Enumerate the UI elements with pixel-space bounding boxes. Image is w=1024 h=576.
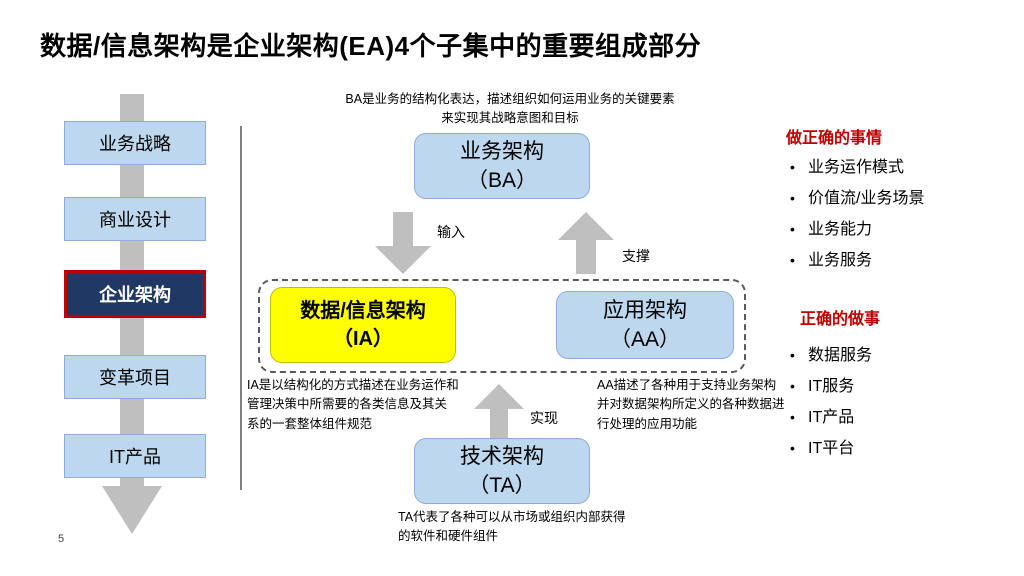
bullet-icon: • <box>790 440 795 456</box>
bullet-icon: • <box>790 347 795 363</box>
support-arrow-label: 支撑 <box>622 248 650 264</box>
list-item: • IT平台 <box>790 434 872 458</box>
sidebar-box-label: 商业设计 <box>99 210 171 230</box>
bullet-icon: • <box>790 221 795 237</box>
list-item: • 业务运作模式 <box>790 153 924 177</box>
bullet-icon: • <box>790 409 795 425</box>
ba-box: 业务架构 （BA） <box>414 133 590 199</box>
right-panel-heading-do-right-things: 做正确的事情 <box>786 130 883 147</box>
ta-box-line1: 技术架构 <box>460 444 544 468</box>
slide-title: 数据/信息架构是企业架构(EA)4个子集中的重要组成部分 <box>40 31 702 61</box>
support-up-arrow <box>558 212 614 274</box>
realize-up-arrow <box>474 384 524 440</box>
ba-box-line1: 业务架构 <box>460 139 544 163</box>
list-item-label: 数据服务 <box>808 347 873 364</box>
realize-arrow-label: 实现 <box>530 410 558 426</box>
ia-note: IA是以结构化的方式描述在业务运作和管理决策中所需要的各类信息及其关系的一套整体… <box>247 378 459 431</box>
list-item-label: 业务能力 <box>808 221 873 238</box>
list-item-label: 业务运作模式 <box>808 159 905 176</box>
ia-box: 数据/信息架构 （IA） <box>270 287 456 363</box>
aa-box-line2: （AA） <box>609 328 680 351</box>
sidebar-box-transformation-project: 变革项目 <box>64 355 206 399</box>
right-panel-heading-do-things-right: 正确的做事 <box>800 311 881 328</box>
list-item-label: IT平台 <box>808 440 855 457</box>
sidebar-box-business-strategy: 业务战略 <box>64 121 206 165</box>
list-item: • 价值流/业务场景 <box>790 184 924 208</box>
sidebar-box-label: 变革项目 <box>99 368 171 388</box>
ta-box-line2: （TA） <box>468 474 536 497</box>
right-panel-list-2: • 数据服务 • IT服务 • IT产品 • IT平台 <box>790 341 872 458</box>
page-number: 5 <box>58 533 65 545</box>
sidebar-box-label: 业务战略 <box>99 134 171 154</box>
aa-note: AA描述了各种用于支持业务架构并对数据架构所定义的各种数据进行处理的应用功能 <box>597 378 785 431</box>
list-item-label: IT产品 <box>808 409 855 426</box>
aa-box-line1: 应用架构 <box>603 298 687 322</box>
list-item-label: 价值流/业务场景 <box>808 190 925 207</box>
ia-box-line2: （IA） <box>333 328 393 350</box>
bullet-icon: • <box>790 378 795 394</box>
ta-box: 技术架构 （TA） <box>414 438 590 504</box>
input-arrow-label: 输入 <box>437 224 465 240</box>
ta-note: TA代表了各种可以从市场或组织内部获得的软件和硬件组件 <box>398 510 626 544</box>
list-item: • IT服务 <box>790 372 872 396</box>
right-panel-list-1: • 业务运作模式 • 价值流/业务场景 • 业务能力 • 业务服务 <box>790 153 924 270</box>
sidebar-box-label: 企业架构 <box>99 285 171 305</box>
list-item: • 数据服务 <box>790 341 872 365</box>
aa-box: 应用架构 （AA） <box>556 291 734 359</box>
list-item: • 业务服务 <box>790 246 924 270</box>
sidebar-box-it-product: IT产品 <box>64 434 206 478</box>
list-item-label: 业务服务 <box>808 252 873 269</box>
bullet-icon: • <box>790 252 795 268</box>
list-item: • IT产品 <box>790 403 872 427</box>
input-down-arrow <box>375 212 431 274</box>
ba-box-line2: （BA） <box>466 169 537 192</box>
bullet-icon: • <box>790 190 795 206</box>
sidebar-box-business-design: 商业设计 <box>64 197 206 241</box>
vertical-divider <box>240 126 242 490</box>
ea-subset-frame <box>258 279 746 373</box>
list-item-label: IT服务 <box>808 378 855 395</box>
sidebar-box-enterprise-architecture: 企业架构 <box>64 270 206 318</box>
sidebar-box-label: IT产品 <box>109 447 161 467</box>
list-item: • 业务能力 <box>790 215 924 239</box>
bullet-icon: • <box>790 159 795 175</box>
ba-note: BA是业务的结构化表达，描述组织如何运用业务的关键要素来实现其战略意图和目标 <box>345 92 675 126</box>
ia-box-line1: 数据/信息架构 <box>300 300 426 322</box>
